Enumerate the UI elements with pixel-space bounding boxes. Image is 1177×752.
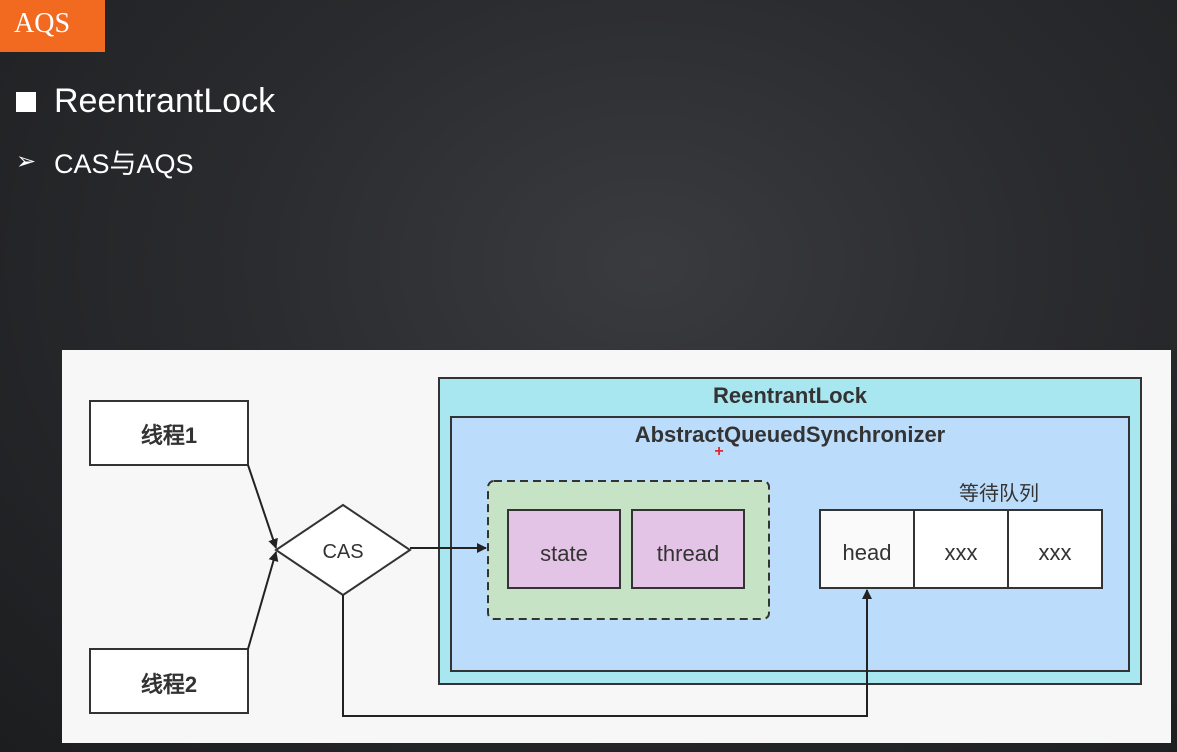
thread1-label: 线程1 xyxy=(141,423,197,448)
aqs-diagram: ReentrantLock AbstractQueuedSynchronizer… xyxy=(89,377,1142,717)
reentrantlock-label: ReentrantLock xyxy=(713,383,868,408)
thread-label: thread xyxy=(657,541,719,566)
thread-field xyxy=(631,509,745,589)
page-subtitle: CAS与AQS xyxy=(54,149,194,179)
thread2-label: 线程2 xyxy=(141,672,197,697)
queue-node xyxy=(1007,509,1103,589)
page-title: ReentrantLock xyxy=(54,82,276,120)
queue-node-label: xxx xyxy=(1039,540,1072,565)
section-tag: AQS xyxy=(0,0,105,52)
cursor-cross-icon: + xyxy=(714,443,723,460)
thread1-box xyxy=(89,400,249,466)
thread2-to-cas-arrow xyxy=(247,551,279,650)
aqs-label: AbstractQueuedSynchronizer xyxy=(635,422,946,447)
cas-to-head-arrow xyxy=(342,589,872,717)
cas-label: CAS xyxy=(322,541,363,563)
thread1-to-cas-arrow xyxy=(247,464,278,549)
queue-label: 等待队列 xyxy=(959,482,1039,505)
queue-node-head xyxy=(819,509,915,589)
square-bullet-icon xyxy=(16,91,36,112)
queue-node xyxy=(913,509,1009,589)
state-label: state xyxy=(540,541,588,566)
subheading-row: ➢ CAS与AQS xyxy=(16,142,194,181)
state-field xyxy=(507,509,621,589)
heading-row: ReentrantLock xyxy=(16,82,275,121)
arrow-bullet-icon: ➢ xyxy=(16,148,37,175)
queue-node-label: xxx xyxy=(945,540,978,565)
diagram-panel: ReentrantLock AbstractQueuedSynchronizer… xyxy=(62,350,1171,743)
queue-node-label: head xyxy=(843,540,892,565)
thread2-box xyxy=(89,648,249,714)
